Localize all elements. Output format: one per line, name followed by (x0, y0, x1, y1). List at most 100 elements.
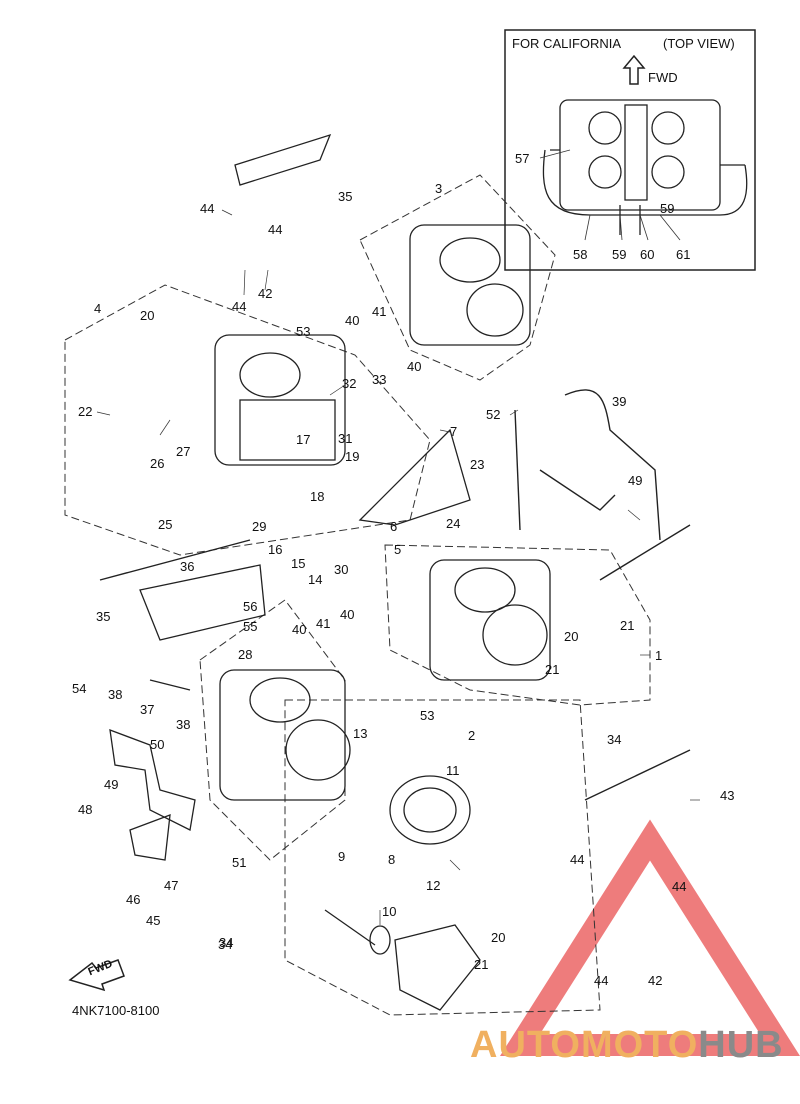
callout: 17 (296, 432, 311, 447)
callout: 2 (468, 728, 476, 743)
callout: 21 (620, 618, 635, 633)
carb-body-top-left (214, 334, 346, 466)
callout: 6 (390, 519, 398, 534)
callout: 19 (345, 449, 360, 464)
watermark-brand: AUTOMOTOHUB (470, 1024, 784, 1067)
callout: 20 (140, 308, 155, 323)
inset-callout: 59 (612, 247, 627, 262)
callout: 56 (243, 599, 258, 614)
inset-title-right: (TOP VIEW) (663, 36, 735, 51)
callout: 44 (232, 299, 247, 314)
callout: 44 (594, 973, 609, 988)
callout: 10 (382, 904, 397, 919)
callout: 36 (180, 559, 195, 574)
callout: 3 (435, 181, 443, 196)
callout: 41 (372, 304, 387, 319)
callout: 44 (570, 852, 585, 867)
callout: 30 (334, 562, 349, 577)
callout: 20 (491, 930, 506, 945)
callout: 42 (648, 973, 663, 988)
callout: 40 (407, 359, 422, 374)
callout: 49 (628, 473, 643, 488)
callout: 21 (474, 957, 489, 972)
callout: 44 (672, 879, 687, 894)
carb-body-lower-left (219, 669, 351, 801)
watermark-brand-part3: HUB (698, 1024, 784, 1066)
linkage-rods (99, 389, 691, 801)
callout: 20 (564, 629, 579, 644)
callout: 24 (446, 516, 461, 531)
callout: 33 (372, 372, 387, 387)
callout: 39 (612, 394, 627, 409)
callout: 34 (218, 937, 233, 952)
callout: 9 (338, 849, 346, 864)
callout: 43 (720, 788, 735, 803)
callout: 11 (446, 763, 460, 778)
callout: 18 (310, 489, 325, 504)
fwd-badge-arrow (68, 959, 125, 992)
callout: 21 (545, 662, 560, 677)
callout: 55 (243, 619, 258, 634)
callout: 38 (176, 717, 191, 732)
watermark-brand-part2: MOTO (580, 1024, 699, 1066)
callout: 42 (258, 286, 273, 301)
inset-callout: 60 (640, 247, 655, 262)
callout: 53 (296, 324, 311, 339)
callout: 28 (238, 647, 253, 662)
callout: 23 (470, 457, 485, 472)
callout: 15 (291, 556, 306, 571)
inset-callout: 58 (573, 247, 588, 262)
callout: 52 (486, 407, 501, 422)
callout: 1 (655, 648, 663, 663)
callout: 41 (316, 616, 331, 631)
part-number-caption: 4NK7100-8100 (72, 1003, 160, 1018)
diaphragm-parts (324, 775, 481, 1011)
callout: 46 (126, 892, 141, 907)
carb-body-top-right (409, 224, 531, 346)
callout: 44 (200, 201, 215, 216)
callout: 14 (308, 572, 323, 587)
float-chamber-cover (358, 428, 471, 526)
callout: 40 (345, 313, 360, 328)
callout: 13 (353, 726, 368, 741)
inset-callout: 57 (515, 151, 530, 166)
callout: 4 (94, 301, 102, 316)
inset-title-left: FOR CALIFORNIA (512, 36, 622, 51)
callout: 31 (338, 431, 353, 446)
callout: 5 (394, 542, 402, 557)
callout: 37 (140, 702, 155, 717)
callout: 32 (342, 376, 357, 391)
callout: 45 (146, 913, 161, 928)
leader-lines (96, 209, 700, 925)
callout: 49 (104, 777, 119, 792)
callout: 22 (78, 404, 93, 419)
carb-body-mid-right (429, 559, 551, 681)
callout: 34 (607, 732, 622, 747)
callout: 7 (450, 424, 458, 439)
callout: 8 (388, 852, 396, 867)
callout: 44 (268, 222, 283, 237)
callout: 40 (292, 622, 307, 637)
watermark-triangle (499, 819, 800, 1056)
inset-fwd-arrow (622, 54, 646, 85)
callout: 48 (78, 802, 93, 817)
inset-frame (504, 29, 756, 271)
inset-fwd-label: FWD (648, 70, 678, 85)
callout: 34 (219, 935, 234, 950)
callout: 35 (338, 189, 353, 204)
callout: 35 (96, 609, 111, 624)
callout: 38 (108, 687, 123, 702)
callout: 26 (150, 456, 165, 471)
callout: 51 (232, 855, 247, 870)
inset-leaders (539, 149, 681, 241)
callout: 16 (268, 542, 283, 557)
callout: 54 (72, 681, 87, 696)
watermark-brand-part1: AUTO (470, 1024, 581, 1066)
throttle-brackets (109, 133, 332, 861)
inset-callout: 59 (660, 201, 675, 216)
inset-callout: 61 (676, 247, 691, 262)
callout: 12 (426, 878, 441, 893)
callout: 25 (158, 517, 173, 532)
